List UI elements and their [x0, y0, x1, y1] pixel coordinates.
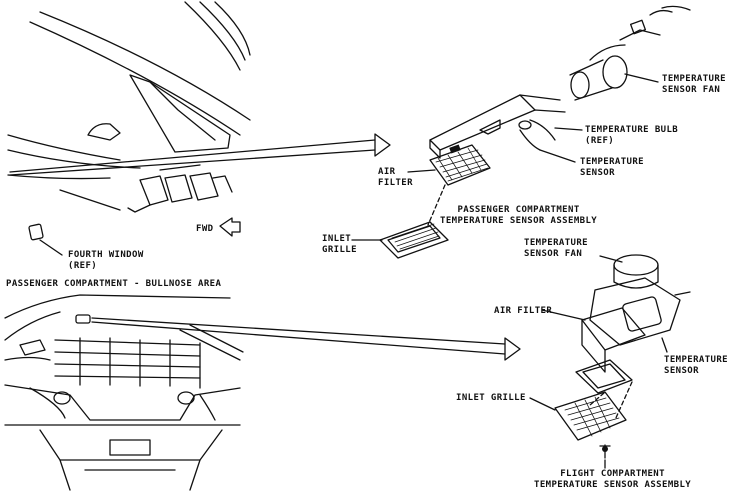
temp-sensor-fan-bottom-label: TEMPERATURE SENSOR FAN — [524, 238, 589, 259]
bullnose-view — [7, 1, 391, 256]
bullnose-caption: PASSENGER COMPARTMENT - BULLNOSE AREA — [6, 279, 222, 289]
air-filter-bottom-label: AIR FILTER — [494, 306, 553, 316]
fwd-label: FWD — [196, 224, 214, 234]
inlet-grille-bottom-label: INLET GRILLE — [456, 393, 526, 403]
temp-sensor-bottom-label: TEMPERATURE SENSOR — [664, 355, 729, 376]
air-filter-top-label: AIR FILTER — [378, 167, 413, 188]
flight-assembly-title: FLIGHT COMPARTMENT TEMPERATURE SENSOR AS… — [534, 469, 692, 490]
passenger-assembly-title: PASSENGER COMPARTMENT TEMPERATURE SENSOR… — [440, 205, 598, 226]
temp-bulb-ref-label: TEMPERATURE BULB (REF) — [585, 125, 679, 146]
flight-assembly-view — [529, 254, 691, 469]
passenger-assembly-view — [351, 5, 691, 259]
flight-compartment-view — [4, 294, 521, 491]
inlet-grille-top-label: INLET GRILLE — [322, 234, 357, 255]
temp-sensor-top-label: TEMPERATURE SENSOR — [580, 157, 645, 178]
fourth-window-label: FOURTH WINDOW (REF) — [68, 250, 144, 271]
temp-sensor-fan-top-label: TEMPERATURE SENSOR FAN — [662, 74, 727, 95]
